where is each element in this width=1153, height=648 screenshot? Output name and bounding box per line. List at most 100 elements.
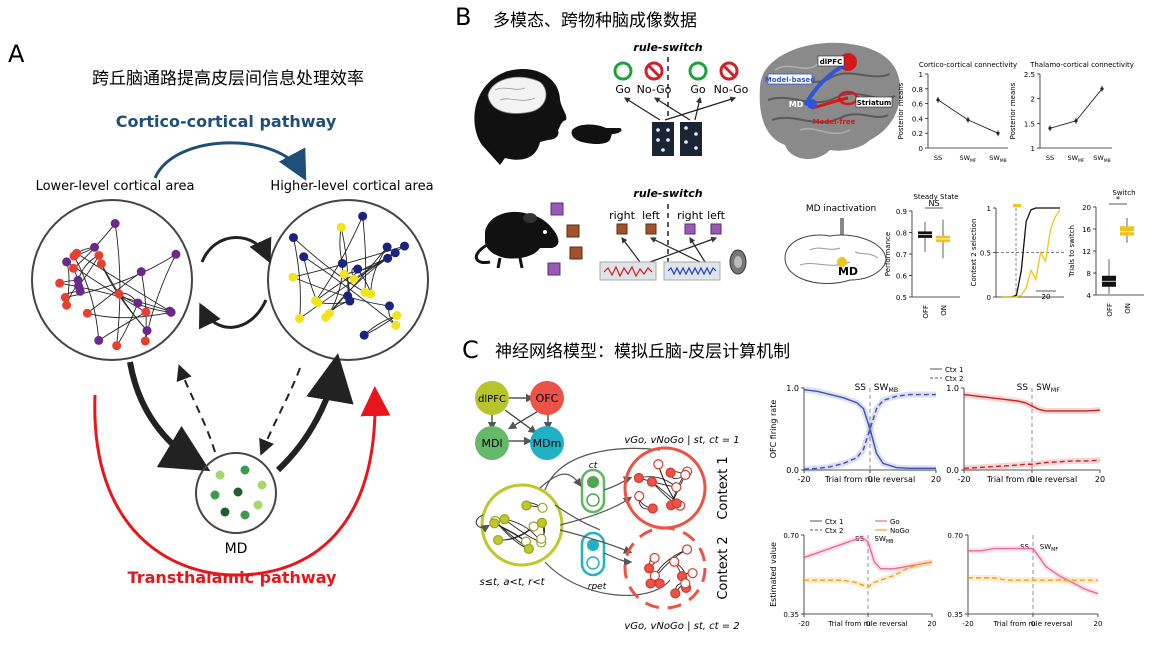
ofc-context2-module <box>623 526 707 610</box>
md-neuron <box>215 470 225 480</box>
y-tick-label: 0.9 <box>896 208 907 216</box>
x-axis-label: Trial from rule reversal <box>986 475 1077 484</box>
network-edge <box>114 223 121 347</box>
legend-label: Go <box>890 518 900 526</box>
network-node <box>141 307 151 317</box>
x-tick-label: -20 <box>798 620 809 628</box>
md-label: MD <box>225 541 248 557</box>
panel-b-letter: B <box>455 3 471 31</box>
panel-c: C 神经网络模型：模拟丘脑-皮层计算机制 dlPFC OFC MDl MDm <box>462 336 790 632</box>
md-neuron <box>240 465 250 475</box>
network-node <box>536 533 547 544</box>
network-node <box>345 296 355 306</box>
network-node <box>671 482 682 493</box>
y-tick-label: 8 <box>1087 270 1091 278</box>
network-node <box>55 278 65 288</box>
network-node <box>669 556 680 567</box>
ofc-context1-module <box>623 446 707 530</box>
x-tick-label: 0 <box>1031 620 1035 628</box>
network-node <box>680 469 691 480</box>
steady-state-chart: Steady State0.50.60.70.80.9PerformanceOF… <box>884 193 960 319</box>
y-tick-label: 1.5 <box>1024 120 1035 128</box>
hand-icon <box>571 124 622 144</box>
y-axis-label: Context 2 selection <box>970 219 978 287</box>
network-node <box>299 252 309 262</box>
x-tick-label: 20 <box>931 475 941 484</box>
network-node <box>110 219 120 229</box>
context1-network <box>633 459 693 514</box>
network-node <box>142 326 152 336</box>
network-node <box>400 241 410 251</box>
network-node <box>670 588 681 599</box>
md-neuron <box>220 507 230 517</box>
network-node <box>492 534 504 546</box>
cue-right-1 <box>616 223 628 235</box>
network-node <box>69 263 79 273</box>
thalamo-connectivity-chart: Thalamo-cortical connectivity11.522.5Pos… <box>1009 61 1134 164</box>
legend-label: Ctx 2 <box>945 375 963 383</box>
series-line <box>803 393 936 470</box>
mdm-module <box>580 531 606 577</box>
on-marker <box>1013 204 1021 207</box>
series-line <box>803 536 933 570</box>
y-tick-label: 1.0 <box>786 384 799 393</box>
network-node <box>353 264 363 274</box>
phase-label: SS <box>1017 383 1029 393</box>
lower-cortex-circle <box>31 199 193 361</box>
pfc-network <box>489 500 548 554</box>
auditory-stimuli <box>599 236 747 281</box>
y-tick-label: 0 <box>919 145 923 153</box>
network-node <box>360 287 370 297</box>
context2-network <box>644 544 698 599</box>
network-node <box>140 336 150 346</box>
network-node <box>687 568 698 579</box>
network-node <box>521 500 532 511</box>
network-node <box>74 281 84 291</box>
x-tick-label: OFF <box>922 305 930 319</box>
x-tick-label: 0 <box>866 620 870 628</box>
y-tick-label: 0.35 <box>783 611 799 619</box>
higher-to-md-dashed <box>259 367 301 456</box>
panel-a-letter: A <box>8 40 25 68</box>
brain-dlpfc-label: dlPFC <box>820 58 842 66</box>
box <box>1120 226 1134 236</box>
x-tick-label: SWMF <box>1067 154 1084 164</box>
y-tick-label: 0.8 <box>896 230 907 238</box>
mdl-module <box>580 468 606 514</box>
x-tick-label: 20 <box>1094 620 1103 628</box>
context1-label: Context 1 <box>716 456 731 519</box>
network-node <box>528 521 539 532</box>
network-node <box>72 248 82 258</box>
x-tick-label: ON <box>940 305 948 316</box>
network-node <box>288 272 298 282</box>
series-line <box>803 388 936 470</box>
x-tick-label: SWMB <box>875 535 895 545</box>
x-tick-label: SWMF <box>1036 383 1060 394</box>
y-axis-label: Posterior means <box>897 82 905 139</box>
network-node <box>60 292 70 302</box>
ofc-node-label: OFC <box>536 392 559 405</box>
network-node <box>136 267 146 277</box>
chart-title: Steady State <box>913 193 958 201</box>
y-tick-label: 0.70 <box>947 532 963 540</box>
network-node <box>295 314 305 324</box>
phase-label: SS <box>855 383 867 393</box>
mdm-node <box>530 426 564 460</box>
human-head-icon <box>474 68 567 165</box>
y-tick-label: 0.5 <box>896 294 907 302</box>
higher-network <box>288 211 410 340</box>
human-rule-switch: rule-switch <box>633 41 702 54</box>
mouse-right-label-2: right <box>677 209 704 222</box>
panel-a: A 跨丘脑通路提高皮层间信息处理效率 Cortico-cortical path… <box>8 40 434 587</box>
go-label-1: Go <box>615 83 631 96</box>
formula-bottom: vGo, vNoGo | st, ct = 2 <box>624 621 739 632</box>
scale-bar-label: 20 <box>1042 293 1051 301</box>
significance-label: NS <box>928 199 939 208</box>
network-node <box>644 563 655 574</box>
chart-title: Thalamo-cortical connectivity <box>1029 61 1134 69</box>
series-line <box>1002 209 1061 298</box>
series-line <box>963 459 1101 470</box>
x-tick-label: SS <box>934 154 942 162</box>
